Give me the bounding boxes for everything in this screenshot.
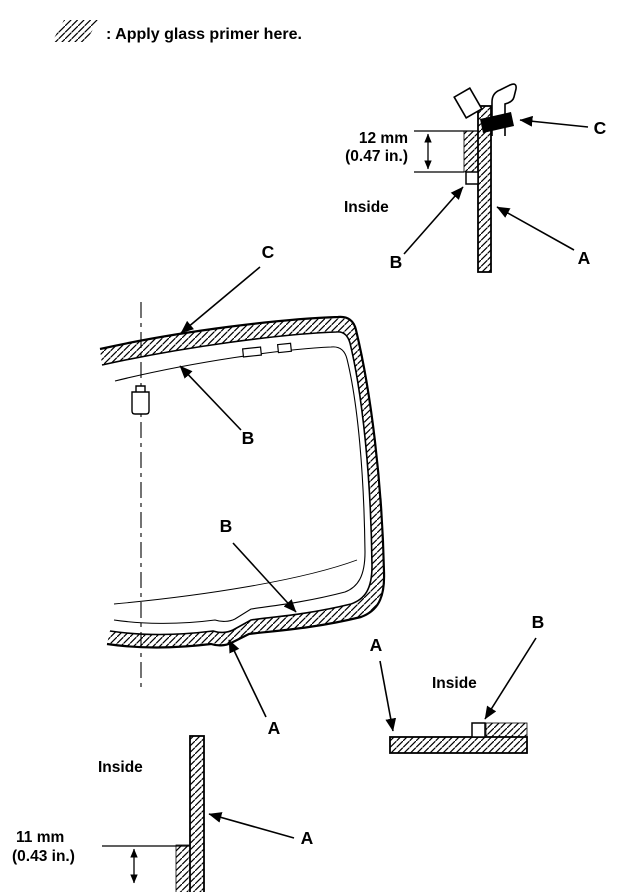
legend-hatch-swatch [52,20,98,42]
inside-label-top: Inside [344,199,389,216]
inside-label-side: Inside [98,759,143,776]
glass-section-top [477,105,492,273]
spacer-1 [241,346,263,358]
label-b-lower-detail: B [532,612,545,632]
arrow-a-main [228,639,267,718]
dim-text-11mm: 11 mm [16,829,64,846]
mirror-mount [131,385,150,415]
dam-block-top [465,171,479,185]
arrow-b-top [403,186,464,255]
glass-section-side [189,735,205,892]
dim-text-043in: (0.43 in.) [12,848,75,865]
label-b-upper-main: B [242,428,255,448]
arrow-a-lower-detail [379,660,397,732]
clip-retainer [453,87,483,119]
primer-band [100,316,385,648]
spacer-2 [276,342,293,354]
inside-label-lower: Inside [432,675,477,692]
arrow-b-upper-main [179,365,242,431]
legend-text: : Apply glass primer here. [106,26,302,43]
arrow-b-lower-main [232,542,297,613]
primer-zone-lower [485,722,528,738]
label-a-lower-detail: A [370,635,383,655]
arrow-c-main [180,266,261,334]
side-edge-detail: Inside A 11 mm (0.43 in.) [12,735,314,892]
windshield-outer-edge [99,315,386,649]
label-b-top: B [390,252,403,272]
label-a-main: A [268,718,281,738]
label-c-top: C [594,118,607,138]
glass-reflection-line [113,559,358,605]
clip-foot [480,112,514,133]
lower-edge-detail: B A Inside [370,612,545,754]
arrow-a-side-detail [208,812,295,839]
windshield-view: C B B A [99,242,386,738]
arrow-b-lower-detail [484,637,537,720]
glass-section-lower [389,736,528,754]
primer-zone-top [463,130,479,173]
windshield-opening-line [113,346,366,624]
dam-block-lower [471,722,486,738]
dim-text-047in: (0.47 in.) [345,148,408,165]
primer-zone-side [175,844,191,892]
label-c-main: C [262,242,275,262]
arrow-a-top [496,206,575,251]
primer-legend: : Apply glass primer here. [52,20,302,43]
top-edge-detail: 12 mm (0.47 in.) Inside C A B [344,83,607,273]
arrow-c-top [519,115,589,128]
label-a-side-detail: A [301,828,314,848]
dim-text-12mm: 12 mm [359,130,408,147]
windshield-inner-band-edge [101,331,373,636]
label-b-lower-main: B [220,516,233,536]
label-a-top: A [578,248,591,268]
